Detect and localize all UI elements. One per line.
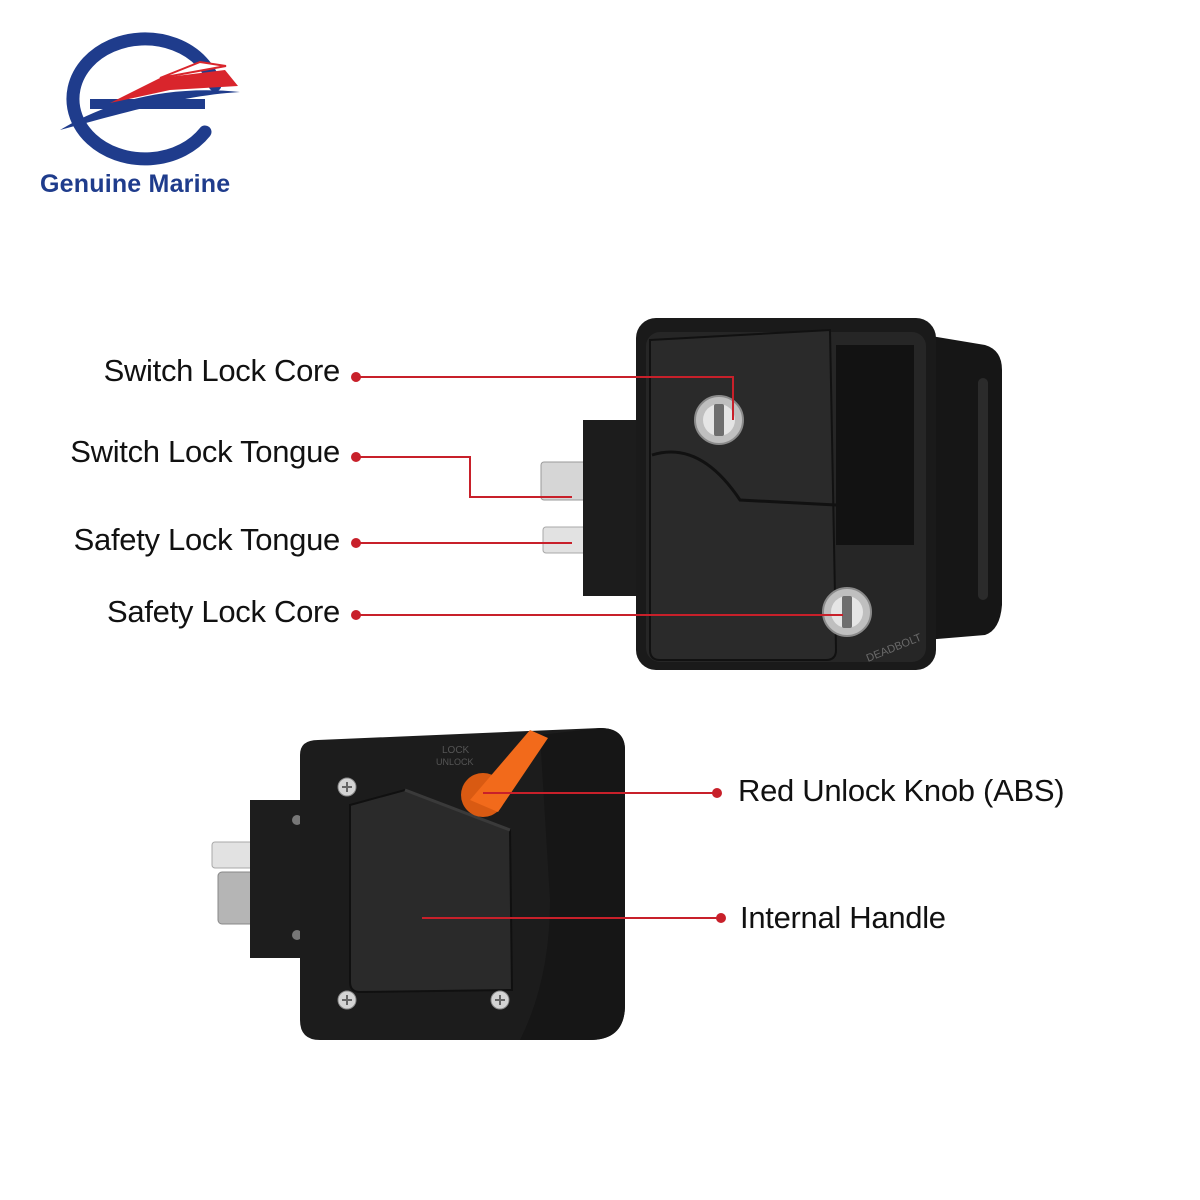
label-safety-lock-tongue: Safety Lock Tongue (73, 522, 341, 557)
unlock-marking: UNLOCK (436, 757, 474, 767)
front-lock-view (540, 318, 1002, 670)
label-internal-handle: Internal Handle (740, 900, 946, 935)
leader-lines (356, 376, 843, 919)
label-safety-lock-core: Safety Lock Core (107, 594, 340, 629)
label-red-unlock-knob: Red Unlock Knob (ABS) (738, 773, 1065, 808)
label-switch-lock-core: Switch Lock Core (103, 353, 341, 388)
brand-logo (60, 32, 240, 166)
inside-lock-view (211, 728, 625, 1040)
lock-marking: LOCK (442, 745, 470, 756)
label-switch-lock-tongue: Switch Lock Tongue (70, 434, 340, 469)
brand-name: Genuine Marine (40, 170, 231, 198)
leader-dots (351, 372, 726, 923)
